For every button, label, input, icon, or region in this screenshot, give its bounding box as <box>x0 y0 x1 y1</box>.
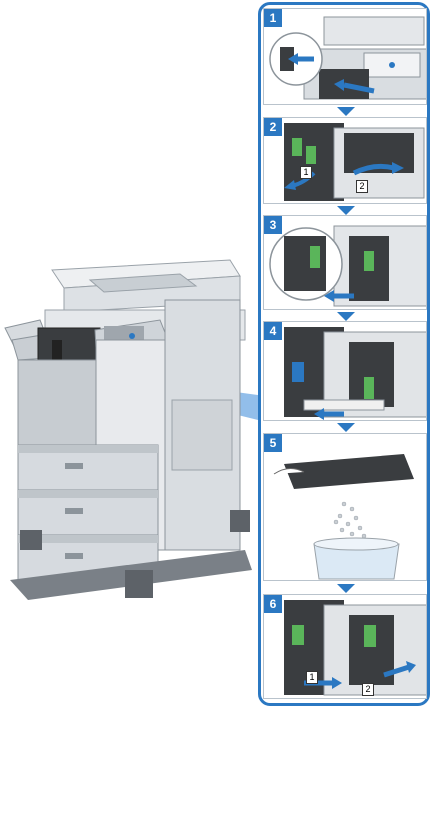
step-2-illustration <box>284 123 425 201</box>
callout-2: 2 <box>362 683 374 696</box>
step-2: 2 1 2 <box>263 117 427 204</box>
arrow-down-icon <box>337 107 355 116</box>
callout-2: 2 <box>356 180 368 193</box>
arrow-down-icon <box>337 584 355 593</box>
step-1-illustration <box>269 16 426 100</box>
arrow-down-icon <box>337 206 355 215</box>
callout-1: 1 <box>300 166 312 179</box>
step-6: 6 1 2 <box>263 594 427 699</box>
step-1-number: 1 <box>264 9 282 27</box>
step-3: 3 <box>263 215 427 310</box>
callout-1: 1 <box>306 671 318 684</box>
step-5-illustration <box>273 454 414 580</box>
step-6-number: 6 <box>264 595 282 613</box>
arrow-down-icon <box>337 312 355 321</box>
step-6-illustration <box>284 600 426 696</box>
step-1: 1 <box>263 8 427 105</box>
step-5: 5 <box>263 433 427 581</box>
step-5-number: 5 <box>264 434 282 452</box>
step-3-number: 3 <box>264 216 282 234</box>
step-4-number: 4 <box>264 322 282 340</box>
step-3-illustration <box>269 225 426 307</box>
step-2-number: 2 <box>264 118 282 136</box>
step-4-illustration <box>284 327 426 420</box>
step-4: 4 <box>263 321 427 421</box>
copier-illustration <box>4 259 258 600</box>
arrow-down-icon <box>337 423 355 432</box>
